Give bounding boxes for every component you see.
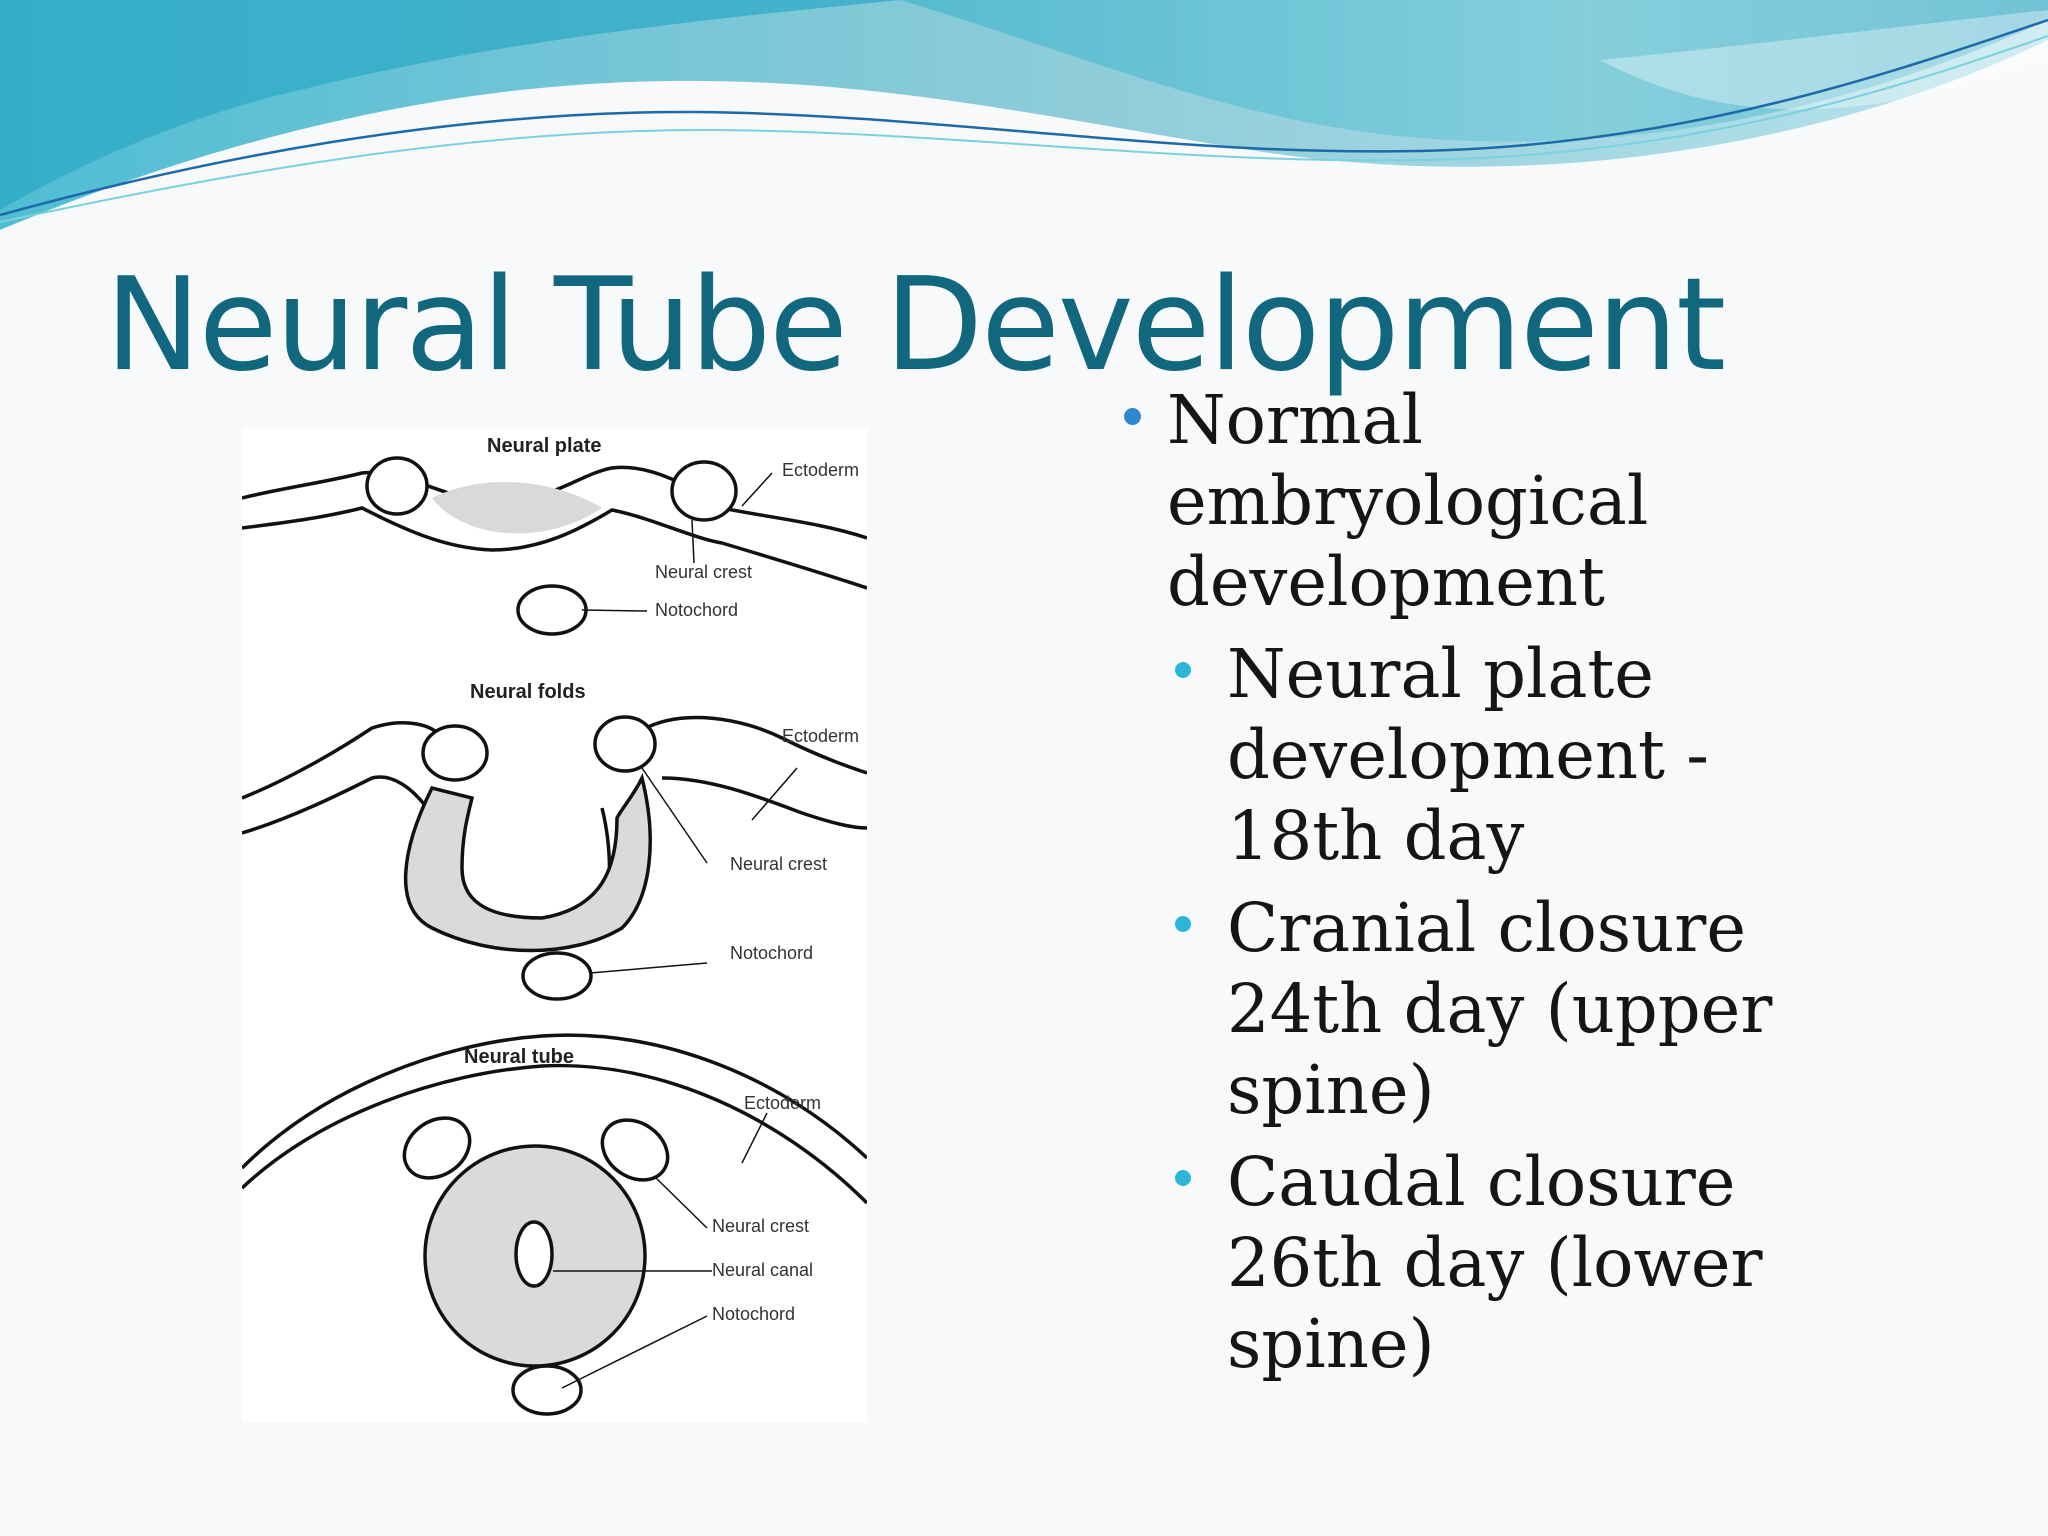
- panel2-heading: Neural folds: [470, 681, 586, 703]
- bullet-subitem: Cranial closure 24th day (upper spine): [1110, 888, 1810, 1131]
- panel3-label-ectoderm: Ectoderm: [744, 1093, 821, 1113]
- panel1-heading: Neural plate: [487, 435, 601, 457]
- bullet-dot-icon: [1175, 1170, 1191, 1186]
- header-wave-decoration: [0, 0, 2048, 230]
- bullet-dot-icon: [1175, 916, 1191, 932]
- bullet-list: Normal embryological development Neural …: [1110, 380, 1810, 1385]
- panel-neural-tube: [242, 1033, 867, 1416]
- bullet-text: Neural plate development - 18th day: [1227, 635, 1709, 875]
- panel3-label-notochord: Notochord: [712, 1304, 795, 1324]
- panel2-label-neural-crest: Neural crest: [730, 854, 827, 874]
- panel-neural-folds: [242, 715, 867, 1001]
- bullet-item: Normal embryological development: [1110, 380, 1810, 623]
- bullet-text: Cranial closure 24th day (upper spine): [1227, 889, 1773, 1129]
- bullet-text: Caudal closure 26th day (lower spine): [1227, 1143, 1763, 1383]
- bullet-dot-icon: [1175, 662, 1191, 678]
- panel2-label-ectoderm: Ectoderm: [782, 726, 859, 746]
- panel2-label-notochord: Notochord: [730, 943, 813, 963]
- panel1-label-neural-crest: Neural crest: [655, 562, 752, 582]
- panel1-label-ectoderm: Ectoderm: [782, 460, 859, 480]
- slide-title: Neural Tube Development: [105, 251, 1726, 400]
- panel-neural-plate: [242, 456, 867, 636]
- bullet-dot-icon: [1124, 408, 1141, 425]
- panel3-label-neural-crest: Neural crest: [712, 1216, 809, 1236]
- panel1-label-notochord: Notochord: [655, 600, 738, 620]
- bullet-subitem: Neural plate development - 18th day: [1110, 634, 1810, 877]
- neural-tube-diagram: Neural plate Ectoderm Neural crest Notoc…: [242, 428, 867, 1422]
- bullet-text: Normal embryological development: [1167, 381, 1649, 621]
- panel3-label-neural-canal: Neural canal: [712, 1260, 813, 1280]
- bullet-subitem: Caudal closure 26th day (lower spine): [1110, 1142, 1810, 1385]
- panel3-heading: Neural tube: [464, 1046, 574, 1068]
